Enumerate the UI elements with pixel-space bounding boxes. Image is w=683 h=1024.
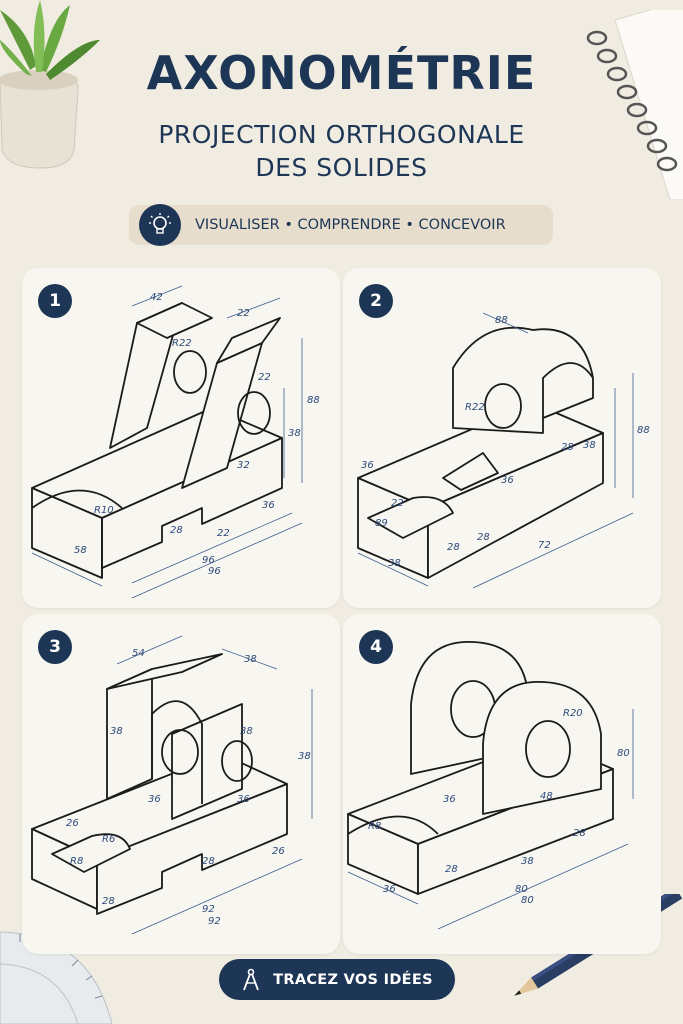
dim-label: R10 [94, 505, 114, 516]
plant-icon [0, 0, 100, 169]
dim-label: 92 [202, 904, 215, 915]
isometric-drawing-1: 42 22 R22 22 88 38 R10 32 28 22 36 96 96… [31, 285, 320, 599]
dim-label: 58 [74, 545, 87, 556]
dim-label: R8 [70, 856, 83, 867]
dim-label: 88 [637, 425, 650, 436]
page-subtitle: PROJECTION ORTHOGONALE DES SOLIDES [0, 118, 683, 184]
card-number: 3 [38, 630, 72, 664]
isometric-drawing-3: 54 38 38 38 38 R6 26 R8 36 36 28 26 28 9… [31, 635, 313, 935]
dim-label: 36 [361, 460, 374, 471]
dim-label: 88 [307, 395, 320, 406]
card-number: 1 [38, 284, 72, 318]
dim-label: 26 [272, 846, 285, 857]
cta-label: TRACEZ VOS IDÉES [273, 971, 433, 988]
dim-label: 92 [208, 916, 221, 927]
dim-label: 80 [521, 895, 534, 906]
dim-label: 36 [262, 500, 275, 511]
dim-label: 28 [447, 542, 460, 553]
isometric-drawing-2: 88 R22 28 38 88 36 22 89 36 28 28 72 38 [357, 312, 650, 589]
dim-label: 38 [110, 726, 123, 737]
dim-label: 36 [237, 794, 250, 805]
dim-label: 36 [443, 794, 456, 805]
card-number: 2 [359, 284, 393, 318]
dim-label: 22 [237, 308, 250, 319]
drawing-card-3: 3 54 38 38 38 38 R6 26 R8 36 36 28 26 28… [22, 614, 340, 954]
dim-label: 28 [202, 856, 215, 867]
dim-label: 38 [288, 428, 301, 439]
dim-label: 38 [388, 558, 401, 569]
dim-label: 36 [501, 475, 514, 486]
cta-button[interactable]: TRACEZ VOS IDÉES [219, 959, 455, 1000]
dim-label: 28 [170, 525, 183, 536]
dim-label: 28 [102, 896, 115, 907]
dim-label: 54 [132, 648, 145, 659]
dim-label: 22 [258, 372, 271, 383]
lightbulb-icon [139, 204, 181, 246]
subtitle-line-2: DES SOLIDES [255, 153, 428, 182]
dim-label: 89 [375, 518, 388, 529]
dim-label: 28 [445, 864, 458, 875]
dim-label: 96 [202, 555, 215, 566]
dim-label: 28 [573, 828, 586, 839]
dim-label: 36 [383, 884, 396, 895]
dim-label: 28 [561, 442, 574, 453]
tagline-banner: VISUALISER • COMPRENDRE • CONCEVOIR [129, 204, 553, 246]
dim-label: 28 [477, 532, 490, 543]
drawing-card-2: 2 88 R22 28 38 88 36 22 89 36 28 28 72 3… [343, 268, 661, 608]
dim-label: 48 [540, 791, 553, 802]
dim-label: R22 [465, 402, 485, 413]
dim-label: 88 [495, 315, 508, 326]
dim-label: 38 [298, 751, 311, 762]
dim-label: 80 [515, 884, 528, 895]
dim-label: 42 [150, 292, 163, 303]
tagline-text: VISUALISER • COMPRENDRE • CONCEVOIR [195, 217, 506, 233]
dim-label: 38 [521, 856, 534, 867]
dim-label: R22 [172, 338, 192, 349]
dim-label: R20 [563, 708, 583, 719]
dim-label: 38 [583, 440, 596, 451]
dim-label: 22 [391, 498, 404, 509]
card-number: 4 [359, 630, 393, 664]
compass-icon [241, 968, 261, 992]
dim-label: 22 [217, 528, 230, 539]
dim-label: R8 [368, 821, 381, 832]
dim-label: 96 [208, 566, 221, 577]
drawing-card-1: 1 42 22 R22 22 88 38 R10 32 28 22 36 96 … [22, 268, 340, 608]
isometric-drawing-4: R20 80 36 48 R8 28 28 38 80 80 36 [347, 641, 634, 930]
dim-label: 26 [66, 818, 79, 829]
dim-label: 38 [244, 654, 257, 665]
subtitle-line-1: PROJECTION ORTHOGONALE [158, 120, 525, 149]
notebook-spiral-icon [586, 10, 683, 200]
dim-label: 36 [148, 794, 161, 805]
dim-label: 38 [240, 726, 253, 737]
drawing-card-4: 4 R20 80 36 48 R8 28 28 38 80 80 36 [343, 614, 661, 954]
page-title: AXONOMÉTRIE [146, 46, 537, 100]
dim-label: R6 [102, 834, 115, 845]
dim-label: 80 [617, 748, 630, 759]
dim-label: 72 [538, 540, 551, 551]
dim-label: 32 [237, 460, 250, 471]
